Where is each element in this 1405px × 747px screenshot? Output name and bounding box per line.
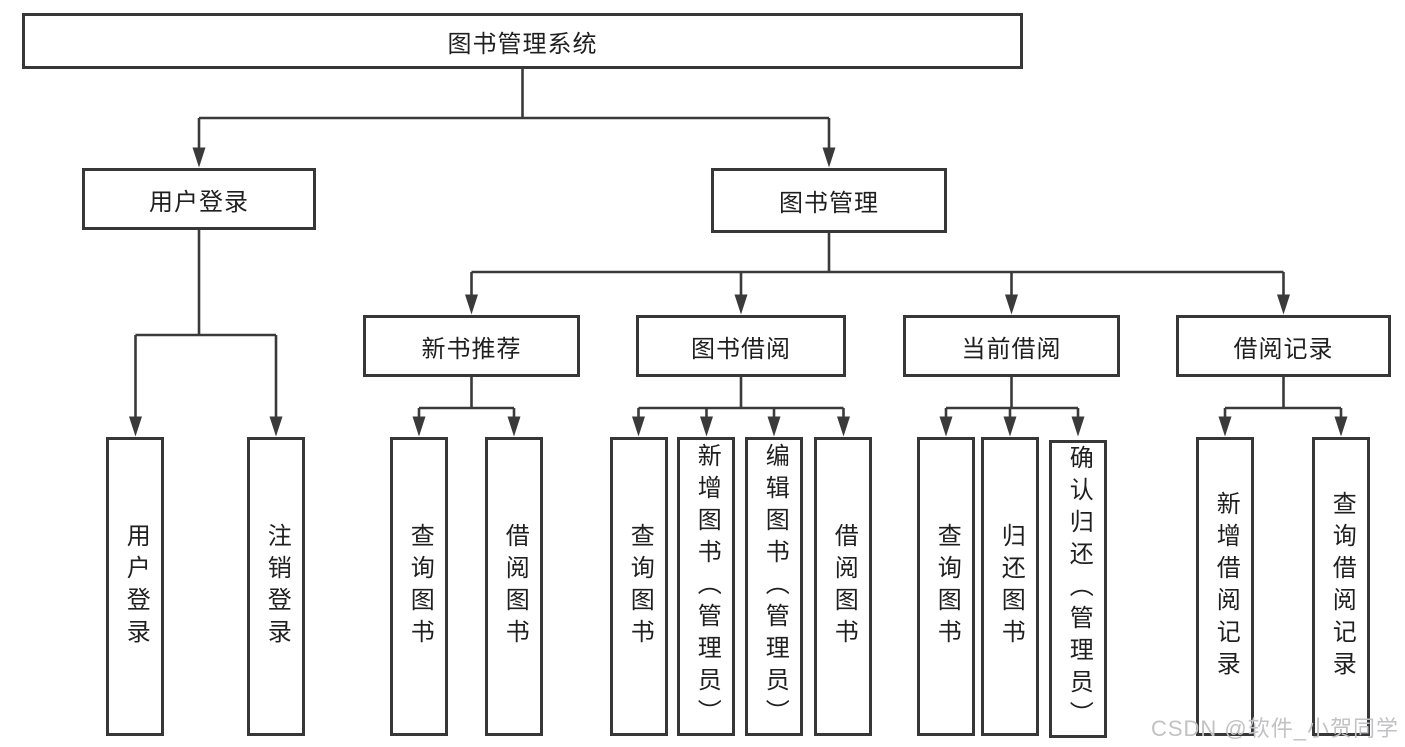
leaf-query-borrow-record: 查询借阅记录: [1312, 437, 1370, 736]
node-new-book-recommend: 新书推荐: [363, 315, 580, 377]
leaf-query-books-borrow: 查询图书: [610, 437, 668, 736]
leaf-user-login-label: 用户登录: [122, 522, 150, 651]
node-user-login: 用户登录: [82, 168, 316, 230]
node-book-borrow-label: 图书借阅: [691, 335, 791, 363]
leaf-add-borrow-record-label: 新增借阅记录: [1212, 490, 1240, 683]
leaf-add-book-admin-label: 新增图书（管理员）: [693, 442, 721, 731]
leaf-confirm-return-admin-label: 确认归还（管理员）: [1065, 445, 1093, 733]
node-current-borrow: 当前借阅: [903, 315, 1120, 377]
node-current-borrow-label: 当前借阅: [961, 335, 1062, 363]
leaf-logout: 注销登录: [247, 437, 305, 736]
leaf-borrow-books-recommend-label: 借阅图书: [501, 522, 529, 651]
leaf-edit-book-admin-label: 编辑图书（管理员）: [761, 442, 789, 731]
leaf-query-books-recommend-label: 查询图书: [406, 522, 434, 651]
leaf-edit-book-admin: 编辑图书（管理员）: [745, 437, 803, 736]
leaf-logout-label: 注销登录: [263, 522, 291, 651]
csdn-watermark: CSDN @软件_小贺同学: [1150, 716, 1399, 741]
leaf-query-books-recommend: 查询图书: [390, 437, 448, 736]
node-book-borrow: 图书借阅: [636, 315, 846, 377]
node-borrow-records-label: 借阅记录: [1233, 335, 1334, 363]
node-root: 图书管理系统: [22, 13, 1023, 69]
leaf-return-book: 归还图书: [981, 437, 1039, 736]
node-new-book-recommend-label: 新书推荐: [421, 335, 522, 363]
leaf-borrow-books-label: 借阅图书: [830, 522, 858, 651]
node-root-label: 图书管理系统: [447, 30, 598, 58]
leaf-query-books-borrow-label: 查询图书: [626, 522, 654, 651]
node-book-management-label: 图书管理: [779, 190, 879, 217]
node-book-management: 图书管理: [711, 168, 947, 233]
leaf-borrow-books: 借阅图书: [814, 437, 872, 736]
node-borrow-records: 借阅记录: [1176, 315, 1391, 377]
leaf-borrow-books-recommend: 借阅图书: [485, 437, 543, 736]
node-user-login-label: 用户登录: [149, 188, 249, 216]
leaf-add-borrow-record: 新增借阅记录: [1196, 437, 1254, 736]
leaf-query-books-current: 查询图书: [917, 437, 975, 736]
leaf-user-login: 用户登录: [106, 437, 164, 736]
leaf-confirm-return-admin: 确认归还（管理员）: [1049, 440, 1107, 738]
leaf-query-books-current-label: 查询图书: [933, 522, 961, 651]
leaf-return-book-label: 归还图书: [997, 522, 1025, 651]
leaf-query-borrow-record-label: 查询借阅记录: [1328, 490, 1356, 683]
leaf-add-book-admin: 新增图书（管理员）: [677, 437, 735, 736]
